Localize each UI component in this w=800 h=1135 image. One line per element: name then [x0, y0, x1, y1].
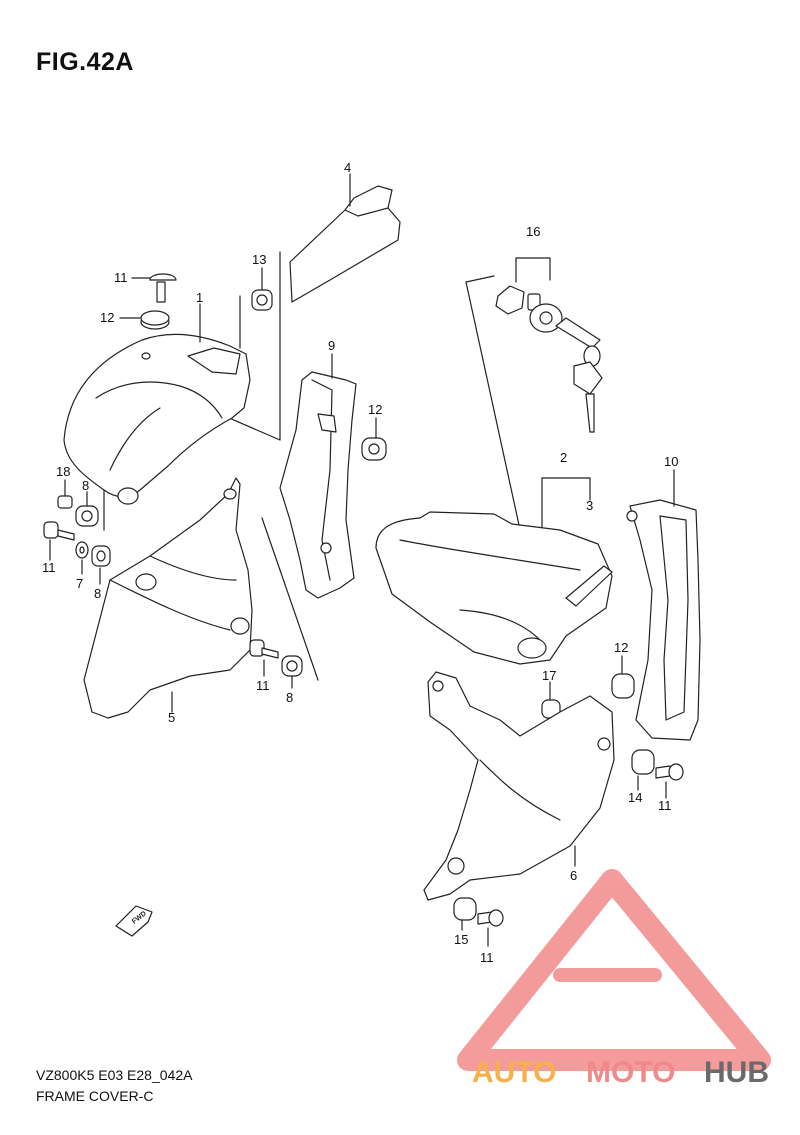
part-12-grommet-a [140, 310, 170, 330]
part-18-grommet [57, 495, 73, 509]
callout-12-a: 12 [100, 310, 114, 325]
part-7-washer [75, 541, 89, 559]
watermark-triangle [457, 869, 771, 1071]
part-1-left-cover [63, 333, 251, 505]
callout-17: 17 [542, 668, 556, 683]
part-3-emblem [565, 565, 613, 607]
callout-14: 14 [628, 790, 642, 805]
part-8-washer-c [281, 655, 303, 677]
watermark-logo: AUTO MOTO HUB [472, 1056, 769, 1089]
part-16-lock-set [495, 285, 603, 433]
part-9-vertical-bracket [279, 371, 357, 599]
part-14-grommet [631, 749, 655, 775]
callout-11-a: 11 [114, 270, 128, 285]
callout-8-c: 8 [286, 690, 293, 705]
callout-11-c: 11 [256, 678, 270, 693]
fwd-arrow-icon [115, 905, 153, 937]
part-4-bracket [289, 185, 401, 303]
part-12-grommet-c [611, 673, 635, 699]
part-13-grommet [251, 289, 273, 311]
callout-11-b: 11 [42, 560, 56, 575]
callout-16: 16 [526, 224, 540, 239]
section-name: FRAME COVER-C [36, 1088, 154, 1104]
part-11-bolt-c [249, 639, 279, 659]
callout-12-b: 12 [368, 402, 382, 417]
watermark-part-moto: MOTO [586, 1056, 675, 1089]
part-5-lower-cover [83, 477, 253, 719]
watermark-part-hub: HUB [704, 1056, 769, 1089]
watermark-part-auto: AUTO [472, 1056, 556, 1089]
figure-title: FIG.42A [36, 48, 134, 76]
callout-6: 6 [570, 868, 577, 883]
part-11-bolt-d [655, 763, 684, 781]
callout-3: 3 [586, 498, 593, 513]
callout-15: 15 [454, 932, 468, 947]
callout-11-d: 11 [658, 798, 672, 813]
part-10-rear-panel [626, 499, 701, 741]
part-11-bolt-e [477, 909, 504, 927]
part-11-bolt-b [43, 521, 75, 541]
callout-4: 4 [344, 160, 351, 175]
part-11-screw-a [149, 273, 177, 303]
callout-9: 9 [328, 338, 335, 353]
part-2-right-cover [375, 511, 613, 665]
part-12-grommet-b [361, 437, 387, 461]
callout-12-c: 12 [614, 640, 628, 655]
callout-10: 10 [664, 454, 678, 469]
callout-7: 7 [76, 576, 83, 591]
callout-18: 18 [56, 464, 70, 479]
callout-11-e: 11 [480, 950, 494, 965]
model-code: VZ800K5 E03 E28_042A [36, 1067, 193, 1083]
part-8-washer-b [91, 545, 111, 567]
part-15-grommet [453, 897, 477, 921]
callout-1: 1 [196, 290, 203, 305]
part-8-washer-a [75, 505, 99, 527]
callout-8-b: 8 [94, 586, 101, 601]
part-6-side-cover [423, 671, 615, 901]
callout-8-a: 8 [82, 478, 89, 493]
callout-2: 2 [560, 450, 567, 465]
callout-13: 13 [252, 252, 266, 267]
callout-5: 5 [168, 710, 175, 725]
